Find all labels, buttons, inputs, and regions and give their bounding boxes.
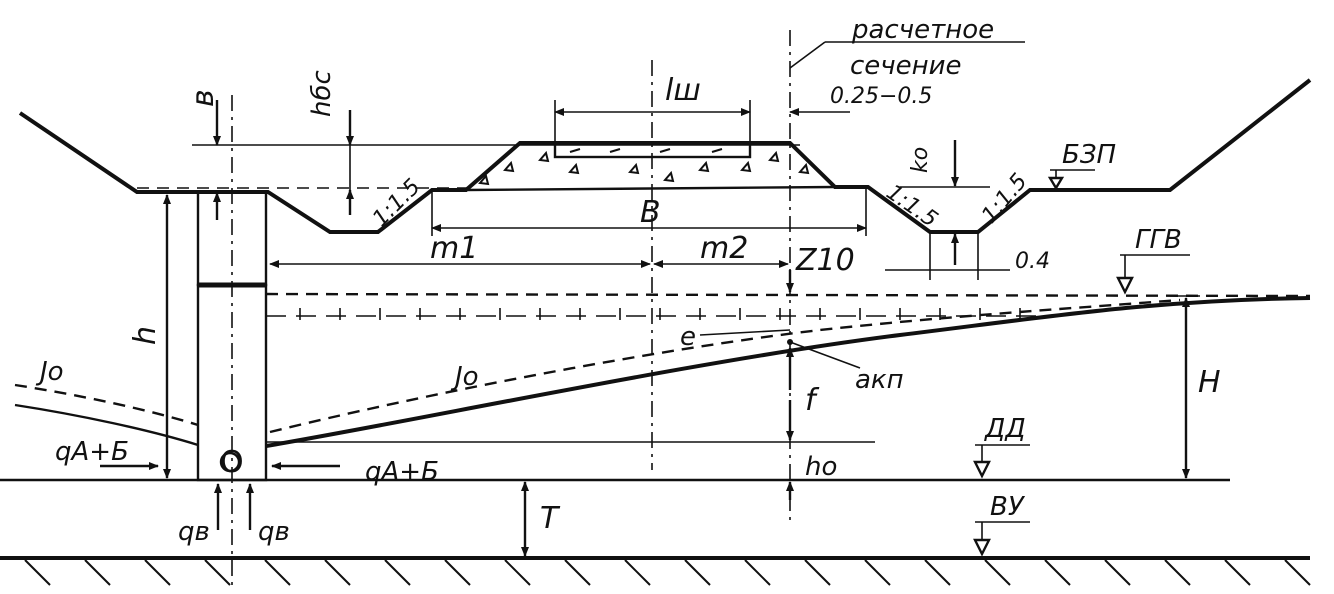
label-B: B [640,195,661,230]
depression-curve-left-solid [14,403,199,447]
depression-curve-left-dashed [14,383,199,427]
label-H: H [1198,365,1221,400]
label-b-small: в [186,89,221,107]
label-q-ab-left: qA+Б [55,437,129,467]
label-O: O [220,445,244,480]
level-marker-dd [973,444,1030,479]
depression-curve-right-solid [265,296,1311,448]
level-marker-ggv [1116,254,1190,295]
label-q-ab-right: qA+Б [365,457,439,487]
label-Jo-mid: Jo [450,362,479,392]
label-VU: ВУ [990,492,1026,522]
label-lsh: lш [665,73,701,108]
label-m1: m1 [430,231,478,266]
label-dim-04: 0.4 [1015,249,1050,274]
label-f: f [805,383,820,418]
e-leader [699,329,791,336]
calc-section-leader [789,41,826,69]
label-e: e [680,322,696,352]
label-z10: Z10 [795,243,855,278]
akp-leader [789,341,861,369]
label-bzp: БЗП [1062,140,1116,170]
label-ho: ho [805,452,837,482]
level-marker-vu [973,521,1030,557]
label-ggv: ГГВ [1135,225,1182,255]
label-calc-section-1: расчетное [851,15,994,45]
drain-trench [196,95,268,590]
label-h-left: h [128,326,163,345]
label-slope-right-2: 1:1.5 [977,169,1032,228]
label-DD: ДД [984,414,1026,444]
label-ko: ko [908,147,933,173]
label-q-v-right: qв [258,517,290,547]
label-slope-right-1: 1:1.5 [881,180,942,233]
label-q-v-left: qв [178,517,210,547]
label-distance-range: 0.25−0.5 [830,84,932,109]
label-calc-section-2: сечение [850,51,962,81]
label-Jo-left: Jo [35,357,64,387]
impermeable-layer-vu [0,556,1311,586]
level-marker-bzp [1047,169,1095,191]
label-m2: m2 [700,231,748,266]
drain-pipe-circle [219,451,241,473]
ggv-water-level [265,292,1311,298]
embankment-fill-marks [478,148,810,186]
road-embankment [465,141,836,192]
label-hbs: hбс [307,70,337,117]
capillary-fringe-line [266,308,1060,320]
depression-curve-right-dashed [269,298,1181,434]
label-akp: aкп [855,365,904,395]
label-T: T [540,501,561,536]
